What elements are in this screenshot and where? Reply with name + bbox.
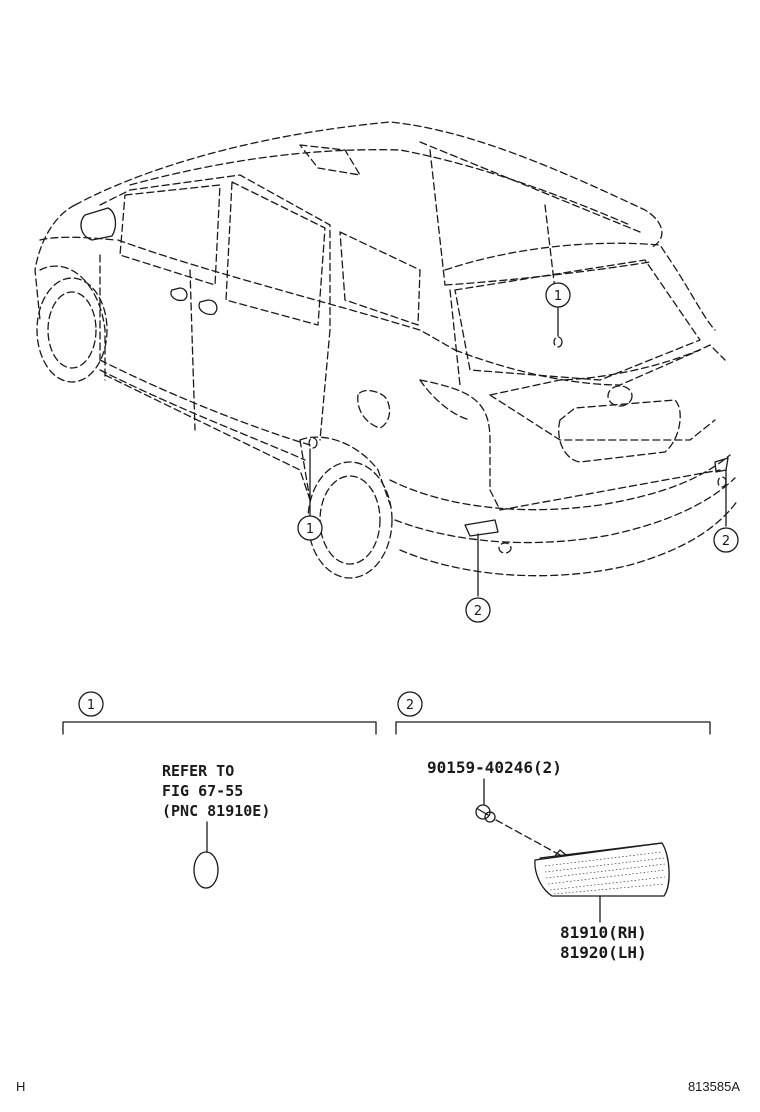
- panel-1-bracket: [62, 721, 377, 735]
- reflector-part-shape: [534, 842, 670, 897]
- callout-2-bumper-right: 2: [713, 527, 739, 553]
- svg-text:2: 2: [474, 604, 482, 619]
- svg-text:2: 2: [722, 534, 730, 549]
- fig-ref-text: FIG 67-55: [162, 782, 243, 800]
- panel-1-callout: [78, 691, 104, 717]
- panel-2-callout: [397, 691, 423, 717]
- lamp-part-shape: [193, 851, 219, 889]
- screw-icon: [475, 804, 496, 823]
- callout-2-bumper-left: 2: [465, 597, 491, 623]
- vehicle-illustration: [34, 121, 739, 579]
- refer-to-text: REFER TO: [162, 762, 234, 780]
- callout-1-side: 1: [297, 515, 323, 541]
- pnc-ref-text: (PNC 81910E): [162, 802, 270, 820]
- panel-2-bracket: [395, 721, 711, 735]
- callout-1-rear-glass: 1: [545, 282, 571, 308]
- svg-text:1: 1: [87, 698, 95, 713]
- svg-text:2: 2: [406, 698, 414, 713]
- reflector-rh-part-number: 81910(RH): [560, 923, 647, 942]
- svg-text:1: 1: [554, 289, 562, 304]
- footer-left-code: H: [16, 1079, 25, 1094]
- panel-2: 2 90159-40246(2) 81910(RH) 81920(LH): [395, 691, 711, 962]
- footer-diagram-id: 813585A: [688, 1079, 740, 1094]
- screw-to-reflector-line: [495, 819, 561, 856]
- reflector-lh-part-number: 81920(LH): [560, 943, 647, 962]
- svg-text:1: 1: [306, 522, 314, 537]
- bolt-part-number: 90159-40246(2): [427, 758, 562, 777]
- panel-1: 1 REFER TO FIG 67-55 (PNC 81910E): [62, 691, 377, 889]
